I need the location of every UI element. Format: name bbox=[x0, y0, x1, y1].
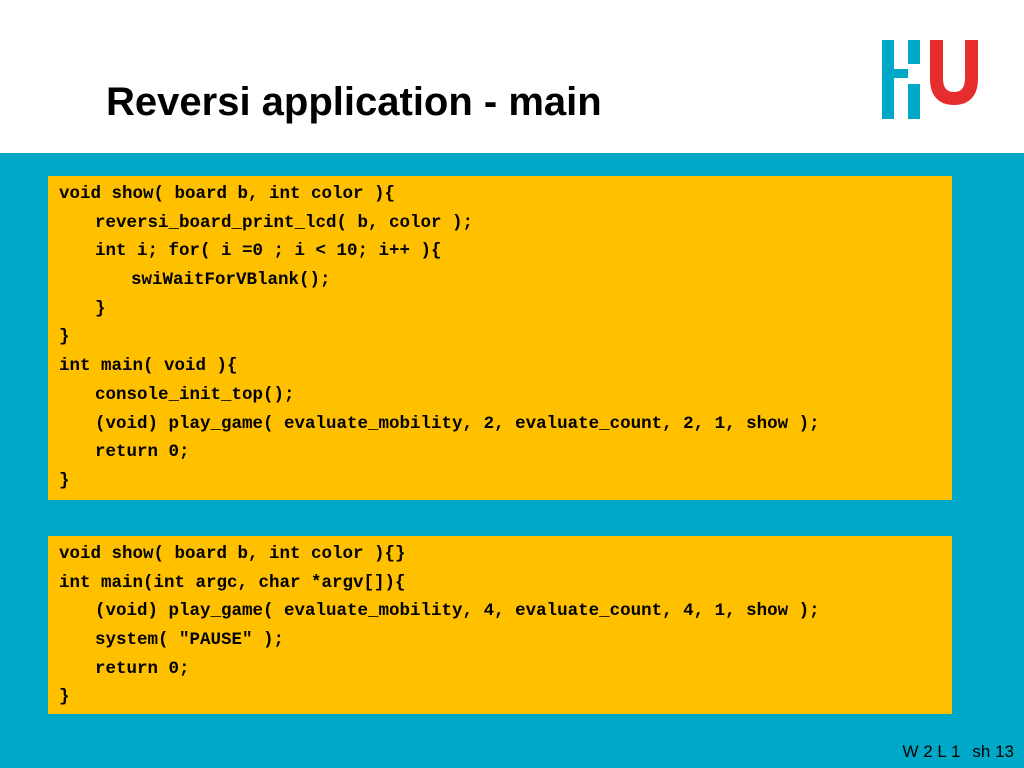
code-line: (void) play_game( evaluate_mobility, 4, … bbox=[95, 601, 820, 622]
slide-title: Reversi application - main bbox=[106, 80, 602, 124]
code-line: console_init_top(); bbox=[95, 384, 295, 405]
hu-logo bbox=[882, 40, 978, 119]
code-line: } bbox=[59, 687, 70, 708]
code-block-2: void show( board b, int color ){} int mai… bbox=[48, 536, 952, 714]
footer-label: W 2 L 1 bbox=[902, 742, 961, 761]
code-line: return 0; bbox=[95, 442, 190, 463]
code-line: } bbox=[95, 298, 106, 319]
code-line: void show( board b, int color ){} bbox=[59, 544, 406, 564]
sheet-number: sh 13 bbox=[972, 742, 1014, 761]
code-line: } bbox=[59, 327, 70, 348]
code-line: system( "PAUSE" ); bbox=[95, 630, 285, 651]
code-line: int main(int argc, char *argv[]){ bbox=[59, 572, 406, 593]
code-line: swiWaitForVBlank(); bbox=[131, 270, 331, 291]
code-line: } bbox=[59, 470, 70, 491]
code-line: int i; for( i =0 ; i < 10; i++ ){ bbox=[95, 241, 442, 262]
code-line: (void) play_game( evaluate_mobility, 2, … bbox=[95, 413, 820, 434]
slide-content: void show( board b, int color ){ reversi_… bbox=[0, 153, 1024, 768]
slide-header: Reversi application - main bbox=[0, 0, 1024, 153]
code-block-1: void show( board b, int color ){ reversi_… bbox=[48, 176, 952, 500]
code-line: reversi_board_print_lcd( b, color ); bbox=[95, 212, 474, 233]
code-line: int main( void ){ bbox=[59, 356, 238, 377]
code-line: void show( board b, int color ){ bbox=[59, 184, 396, 204]
code-line: return 0; bbox=[95, 658, 190, 679]
slide-footer: W 2 L 1 sh 13 bbox=[902, 742, 1014, 762]
